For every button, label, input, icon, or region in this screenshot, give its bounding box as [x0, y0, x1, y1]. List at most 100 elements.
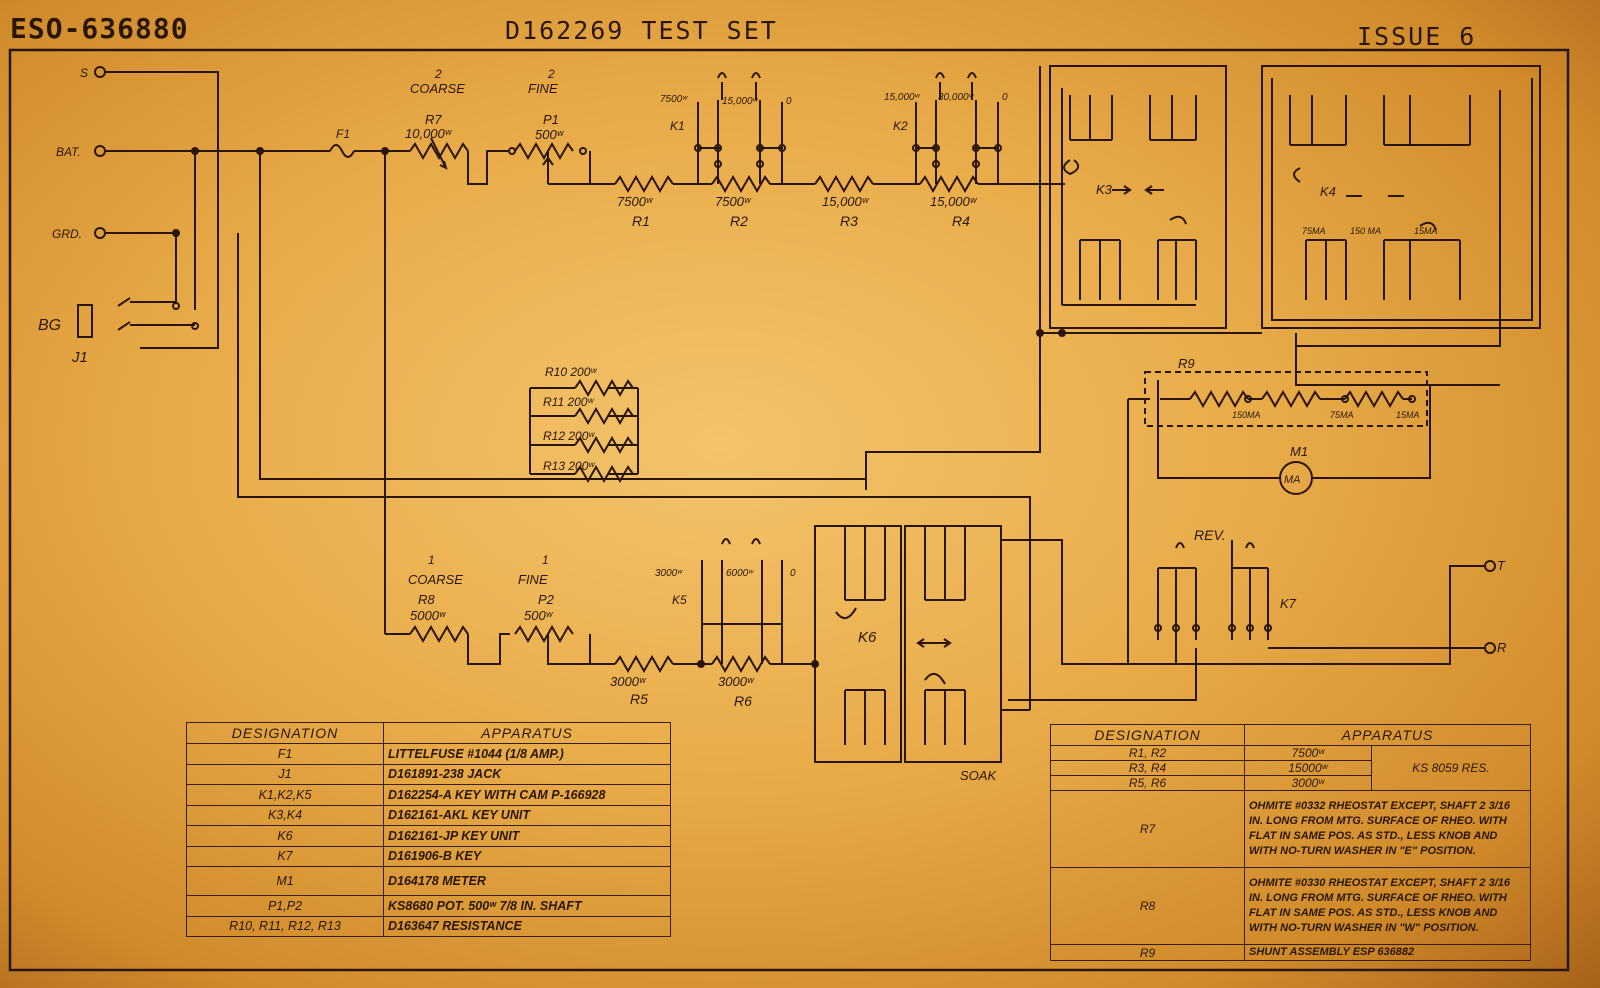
table-row: R1, R2 7500ʷ KS 8059 RES.	[1050, 745, 1531, 791]
resistor-r4	[919, 176, 979, 192]
key-unit-k6-label: K6	[858, 629, 877, 646]
resistor-r1	[614, 176, 674, 192]
designation-cell: R10, R11, R12, R13	[186, 915, 384, 937]
apparatus-cell: 15000ʷ	[1244, 760, 1372, 776]
designation-cell: R9	[1050, 944, 1245, 961]
r3-value-label: 15,000ʷ	[822, 194, 870, 209]
rheostat-r8	[409, 626, 469, 642]
r8-value-label: 5000ʷ	[410, 608, 447, 623]
meter-unit-label: MA	[1284, 474, 1301, 486]
rev-key-label: REV.	[1194, 527, 1226, 543]
apparatus-cell: D162254-A KEY WITH CAM P-166928	[383, 784, 671, 806]
key-k2-pos-a: 15,000ʷ	[884, 92, 921, 103]
key-k5-pos-c: 0	[790, 568, 796, 579]
jack-j1-label: J1	[71, 349, 88, 366]
key-k1-label: K1	[670, 119, 685, 133]
jack-bg-label: BG	[38, 317, 61, 334]
r6-ref-label: R6	[734, 693, 752, 709]
shunt-r9-label: R9	[1178, 356, 1195, 371]
apparatus-cell: D162161-AKL KEY UNIT	[383, 804, 671, 826]
left-table-header-apparatus: APPARATUS	[383, 722, 671, 744]
terminal-s[interactable]	[94, 66, 106, 78]
table-row: R9 SHUNT ASSEMBLY ESP 636882	[1050, 944, 1531, 961]
key-k2-pos-b: 30,000ʷ	[938, 92, 975, 103]
designation-cell: R5, R6	[1050, 775, 1245, 791]
key-k2-pos-c: 0	[1002, 92, 1008, 103]
designation-cell: R7	[1050, 790, 1245, 868]
apparatus-cell: 3000ʷ	[1244, 775, 1372, 791]
terminal-r[interactable]	[1484, 642, 1496, 654]
terminal-t[interactable]	[1484, 560, 1496, 572]
terminal-bat[interactable]	[94, 145, 106, 157]
key-k1-pos-c: 0	[786, 96, 792, 107]
key-unit-k3-label: K3	[1096, 182, 1113, 197]
designation-cell: J1	[186, 763, 384, 785]
key-k1-pos-b: 15,000ʷ	[722, 96, 759, 107]
potentiometer-p2	[514, 626, 574, 642]
r12-label: R12 200ʷ	[543, 429, 595, 443]
r8-name-label: COARSE	[408, 572, 463, 587]
key-k5-label: K5	[672, 593, 687, 607]
p2-value-label: 500ʷ	[524, 608, 554, 623]
r1-ref-label: R1	[632, 213, 650, 229]
key-k2-label: K2	[893, 119, 908, 133]
key-unit-k3	[1049, 65, 1227, 329]
right-parts-table: DESIGNATION APPARATUS R1, R2 7500ʷ KS 80…	[1050, 724, 1531, 961]
terminal-grd-label: GRD.	[52, 227, 82, 241]
r10-label: R10 200ʷ	[545, 365, 597, 379]
r5-ref-label: R5	[630, 691, 648, 707]
apparatus-cell: OHMITE #0332 RHEOSTAT EXCEPT, SHAFT 2 3/…	[1244, 790, 1531, 868]
fuse-f1-label: F1	[336, 127, 350, 141]
table-row: R7 OHMITE #0332 RHEOSTAT EXCEPT, SHAFT 2…	[1050, 790, 1531, 868]
key-k4-pos-a: 75MA	[1302, 226, 1326, 236]
r4-ref-label: R4	[952, 213, 970, 229]
table-row: R8 OHMITE #0330 RHEOSTAT EXCEPT, SHAFT 2…	[1050, 867, 1531, 945]
jack-j1	[77, 304, 93, 338]
apparatus-cell: D164178 METER	[383, 866, 671, 896]
terminal-grd[interactable]	[94, 227, 106, 239]
terminal-r-label: R	[1497, 640, 1506, 655]
designation-cell: K6	[186, 825, 384, 847]
resistor-r3	[814, 176, 874, 192]
r1-value-label: 7500ʷ	[617, 194, 654, 209]
shunt-r9-tap-a: 150MA	[1232, 410, 1261, 420]
key-unit-k4-label: K4	[1320, 184, 1336, 199]
resistor-r2	[711, 176, 771, 192]
issue-number: ISSUE 6	[1357, 22, 1477, 51]
r3-ref-label: R3	[840, 213, 858, 229]
meter-m1	[1279, 461, 1313, 495]
right-table-header-designation: DESIGNATION	[1050, 724, 1245, 746]
right-table-header-apparatus: APPARATUS	[1244, 724, 1531, 746]
r13-label: R13 200ʷ	[543, 459, 595, 473]
soak-label: SOAK	[960, 768, 997, 783]
designation-cell: R8	[1050, 867, 1245, 945]
key-k4-pos-c: 15MA	[1414, 226, 1438, 236]
r5-value-label: 3000ʷ	[610, 674, 647, 689]
r8-top-label: 1	[428, 553, 435, 567]
r6-value-label: 3000ʷ	[718, 674, 755, 689]
r8-ref-label: R8	[418, 592, 435, 607]
table-row: R5, R6 3000ʷ	[1050, 775, 1531, 791]
apparatus-cell: LITTELFUSE #1044 (1/8 AMP.)	[383, 743, 671, 765]
terminal-bat-label: BAT.	[56, 145, 81, 159]
meter-m1-label: M1	[1290, 444, 1308, 459]
apparatus-cell: D161906-B KEY	[383, 845, 671, 867]
apparatus-cell: D161891-238 JACK	[383, 763, 671, 785]
designation-cell: K7	[186, 845, 384, 867]
p2-ref-label: P2	[538, 592, 555, 607]
designation-cell: K1,K2,K5	[186, 784, 384, 806]
key-k5-pos-a: 3000ʷ	[655, 568, 683, 579]
shunt-r9-tap-c: 15MA	[1396, 410, 1420, 420]
potentiometer-p1	[514, 143, 574, 159]
key-unit-k6	[814, 525, 902, 763]
r11-label: R11 200ʷ	[543, 395, 594, 409]
p2-name-label: FINE	[518, 572, 548, 587]
